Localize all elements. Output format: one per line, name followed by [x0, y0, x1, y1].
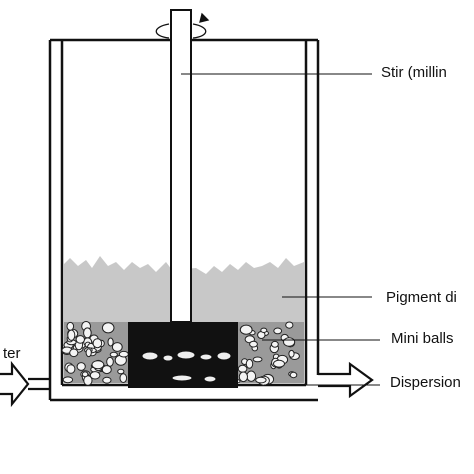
mini-ball: [255, 376, 267, 384]
label-water: ter: [3, 345, 21, 362]
mini-ball: [273, 359, 285, 368]
mini-ball: [101, 365, 112, 375]
rotation-arrow-icon: [155, 12, 210, 39]
mini-ball: [245, 358, 254, 369]
mini-ball: [69, 348, 79, 358]
mini-ball: [271, 340, 279, 348]
label-mini-balls: Mini balls: [391, 330, 454, 347]
stirring-shaft: [170, 9, 192, 323]
mini-ball: [75, 335, 86, 344]
mini-ball: [260, 327, 268, 333]
mini-ball: [252, 356, 263, 363]
mini-ball: [91, 360, 105, 370]
label-dispersion: Dispersion: [390, 374, 461, 391]
leader-lines: [181, 73, 380, 386]
mini-ball: [283, 337, 296, 347]
mini-ball: [109, 351, 118, 358]
mini-ball: [62, 376, 74, 384]
mini-ball: [239, 324, 253, 335]
mini-ball: [102, 376, 112, 384]
mini-ball: [67, 329, 76, 341]
mini-ball: [119, 373, 128, 384]
mini-ball: [66, 321, 75, 331]
water-inlet-arrow-icon: [0, 360, 30, 408]
mini-ball: [81, 371, 89, 378]
mini-ball: [76, 362, 86, 371]
mini-ball: [289, 371, 298, 379]
mini-ball: [101, 322, 115, 334]
mini-ball: [85, 348, 92, 358]
mini-ball: [118, 350, 129, 358]
mini-ball: [107, 337, 114, 347]
mini-ball: [237, 364, 248, 373]
mini-ball: [117, 368, 125, 375]
mini-ball: [288, 349, 295, 358]
mini-ball: [106, 356, 114, 367]
dispersion-outlet-arrow-icon: [318, 361, 374, 399]
mini-ball: [92, 338, 103, 349]
mini-ball: [111, 342, 123, 352]
mini-ball: [249, 340, 258, 348]
mini-ball: [273, 327, 283, 335]
mini-ball: [66, 364, 76, 374]
mini-ball: [238, 371, 248, 383]
label-pigment-dispersion: Pigment di: [386, 289, 457, 306]
milling-rotor: [128, 322, 238, 388]
label-stir: Stir (millin: [381, 64, 447, 81]
mini-ball: [285, 321, 294, 329]
outer-jacket: [48, 38, 320, 402]
mini-ball: [246, 370, 257, 382]
mini-ball: [83, 327, 92, 339]
mini-ball: [89, 371, 101, 380]
